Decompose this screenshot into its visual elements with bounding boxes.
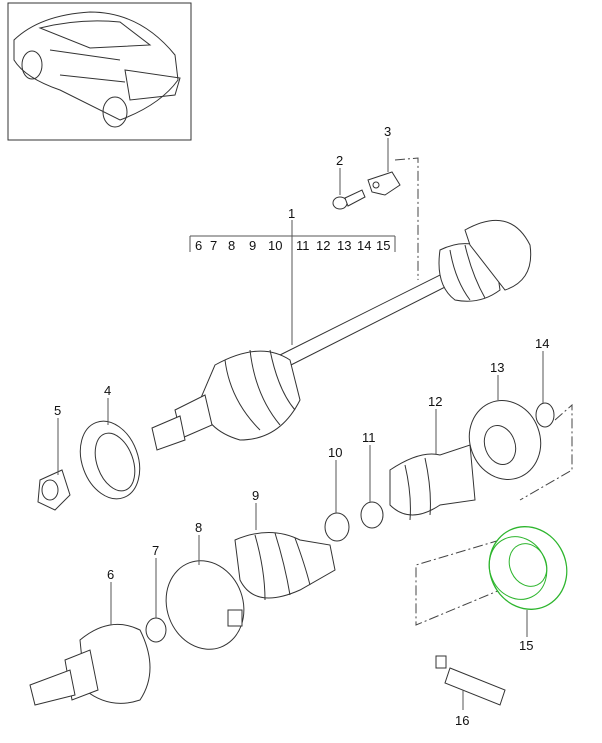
sub-callout-15[interactable]: 15 <box>376 238 390 253</box>
drive-shaft <box>151 219 532 451</box>
callout-9[interactable]: 9 <box>252 488 259 503</box>
callout-4[interactable]: 4 <box>104 383 111 398</box>
vehicle-thumbnail[interactable] <box>7 2 192 141</box>
circlip-part-7 <box>145 617 167 643</box>
ring-part-4 <box>79 420 141 500</box>
callout-14[interactable]: 14 <box>535 336 549 351</box>
sub-callout-14[interactable]: 14 <box>357 238 371 253</box>
callout-10[interactable]: 10 <box>328 445 342 460</box>
callout-2[interactable]: 2 <box>336 153 343 168</box>
sub-callout-13[interactable]: 13 <box>337 238 351 253</box>
nut-part-5 <box>37 469 71 511</box>
sub-callout-9[interactable]: 9 <box>249 238 256 253</box>
callout-1[interactable]: 1 <box>288 206 295 221</box>
callout-16[interactable]: 16 <box>455 713 469 728</box>
callout-15[interactable]: 15 <box>519 638 533 653</box>
sub-callout-10[interactable]: 10 <box>268 238 282 253</box>
leader-lines <box>57 138 544 710</box>
bolt <box>332 189 366 210</box>
joint-part-6 <box>29 623 151 706</box>
callout-7[interactable]: 7 <box>152 543 159 558</box>
clamp-part-8 <box>165 560 245 650</box>
grease-tube-part-16 <box>435 655 506 706</box>
callout-5[interactable]: 5 <box>54 403 61 418</box>
bracket <box>367 171 401 196</box>
callout-13[interactable]: 13 <box>490 360 504 375</box>
sub-part-list: 6 7 8 9 10 11 12 13 14 15 <box>195 238 390 253</box>
sub-callout-11[interactable]: 11 <box>296 238 310 253</box>
callout-11[interactable]: 11 <box>362 430 376 445</box>
boot-part-9 <box>234 532 336 601</box>
boot-part-12 <box>389 444 476 521</box>
sub-callout-8[interactable]: 8 <box>228 238 235 253</box>
clamp-part-10 <box>324 512 350 542</box>
circlip-part-14 <box>535 402 555 428</box>
sub-callout-6[interactable]: 6 <box>195 238 202 253</box>
callout-8[interactable]: 8 <box>195 520 202 535</box>
sub-callout-7[interactable]: 7 <box>210 238 217 253</box>
clamp-part-11 <box>360 501 384 529</box>
callout-3[interactable]: 3 <box>384 124 391 139</box>
cover-part-15[interactable] <box>476 514 580 622</box>
callout-6[interactable]: 6 <box>107 567 114 582</box>
sub-callout-12[interactable]: 12 <box>316 238 330 253</box>
callout-12[interactable]: 12 <box>428 394 442 409</box>
joint-part-13 <box>468 400 542 480</box>
